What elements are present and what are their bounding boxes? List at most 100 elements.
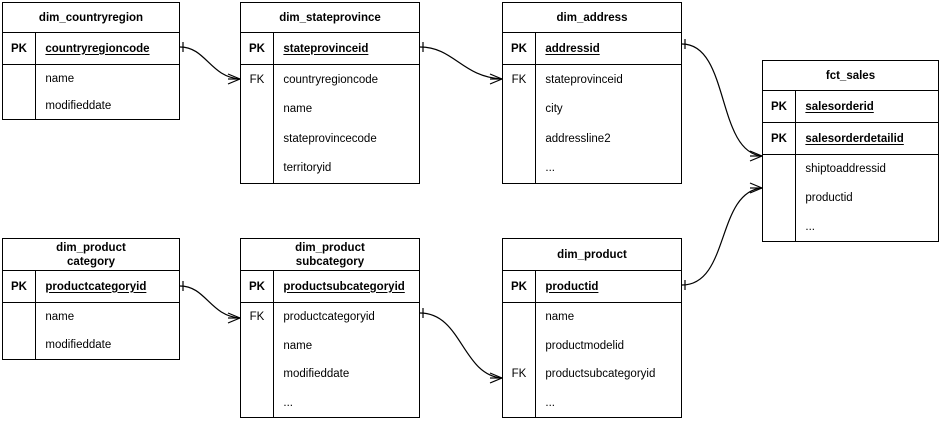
relationship-productcategory-to-subcategory[interactable]: [179, 281, 241, 324]
column-divider: [535, 65, 537, 183]
field-name-productid: productid: [545, 280, 599, 293]
field-name-city: city: [545, 103, 563, 116]
entity-title-fct_sales: fct_sales: [763, 61, 938, 91]
relationship-stateprovince-to-address[interactable]: [419, 42, 503, 85]
entity-title-dim_product: dim_product: [503, 239, 681, 271]
column-divider: [795, 123, 797, 154]
field-name-stateprovincecode: stateprovincecode: [283, 132, 377, 145]
key-badge-none: [241, 360, 273, 389]
field-name-addressline2: addressline2: [545, 132, 611, 145]
field-name-...: ...: [545, 162, 555, 175]
attribute-key-column: [763, 155, 795, 241]
key-badge-none: [763, 184, 795, 213]
column-divider: [535, 271, 537, 302]
relationship-product-to-fctsales[interactable]: [681, 182, 763, 290]
column-divider: [35, 271, 37, 302]
field-name-...: ...: [545, 396, 555, 409]
entity-title-dim_countryregion: dim_countryregion: [3, 3, 179, 33]
key-badge-fk: FK: [249, 311, 265, 324]
relationship-subcategory-to-product[interactable]: [419, 308, 503, 384]
attribute-key-column: [3, 303, 35, 359]
entity-title-dim_stateprovince: dim_stateprovince: [241, 3, 419, 33]
field-name-salesorderdetailid: salesorderdetailid: [805, 132, 904, 145]
key-row-productcategoryid[interactable]: PK productcategoryid: [3, 271, 179, 303]
column-divider: [273, 303, 275, 417]
field-name-stateprovinceid: stateprovinceid: [283, 42, 369, 55]
cardinality-many-crowsfoot-prong: [227, 317, 241, 324]
key-badge-none: [241, 332, 273, 361]
key-badge-none: [503, 95, 535, 125]
entity-title-line: dim_product: [295, 241, 365, 254]
key-row-productid[interactable]: PK productid: [503, 271, 681, 303]
field-name-modifieddate: modifieddate: [45, 99, 112, 112]
entity-title-line: subcategory: [295, 255, 365, 268]
field-name-productsubcategoryid: productsubcategoryid: [545, 368, 656, 381]
entity-title-line: dim_product: [56, 241, 126, 254]
key-badge-none: [241, 154, 273, 184]
column-divider: [795, 155, 797, 241]
key-badge-pk: PK: [11, 42, 27, 55]
cardinality-many-crowsfoot-prong: [489, 377, 503, 384]
entity-title-line: fct_sales: [825, 69, 876, 82]
cardinality-many-crowsfoot-prong: [749, 155, 763, 162]
entity-title-line: category: [67, 255, 115, 268]
relationship-address-to-fctsales[interactable]: [681, 39, 763, 162]
cardinality-many-crowsfoot-prong: [749, 150, 763, 157]
field-name-modifieddate: modifieddate: [283, 368, 350, 381]
relationship-line: [179, 285, 241, 319]
relationship-countryregion-to-stateprovince[interactable]: [179, 42, 241, 85]
column-divider: [273, 271, 275, 302]
key-badge-pk: PK: [11, 280, 27, 293]
key-badge-none: [241, 95, 273, 125]
key-badge-pk: PK: [249, 280, 265, 293]
key-badge-pk: PK: [511, 280, 527, 293]
column-divider: [35, 303, 37, 359]
key-badge-fk: FK: [511, 368, 527, 381]
field-name-productcategoryid: productcategoryid: [45, 280, 147, 293]
field-name-shiptoaddressid: shiptoaddressid: [805, 163, 886, 176]
field-name-productcategoryid: productcategoryid: [283, 311, 375, 324]
key-badge-none: [3, 65, 35, 92]
relationship-line: [179, 46, 241, 80]
field-name-salesorderid: salesorderid: [805, 100, 874, 113]
cardinality-many-crowsfoot-prong: [489, 372, 503, 379]
key-badge-none: [241, 124, 273, 154]
field-name-productid: productid: [805, 192, 853, 204]
cardinality-many-crowsfoot-prong: [489, 73, 503, 80]
column-divider: [35, 33, 37, 64]
field-name-productmodelid: productmodelid: [545, 339, 625, 352]
field-name-name: name: [45, 72, 75, 85]
entity-title-line: dim_address: [556, 11, 628, 24]
field-name-territoryid: territoryid: [283, 162, 332, 175]
field-name-productsubcategoryid: productsubcategoryid: [283, 280, 405, 293]
attribute-key-column: FK: [503, 303, 535, 417]
cardinality-many-crowsfoot-prong: [227, 78, 241, 85]
attribute-key-column: FK: [241, 303, 273, 417]
column-divider: [273, 65, 275, 183]
attribute-key-column: FK: [241, 65, 273, 183]
key-badge-none: [503, 124, 535, 154]
entity-title-line: dim_countryregion: [38, 11, 144, 24]
key-row-productsubcategoryid[interactable]: PK productsubcategoryid: [241, 271, 419, 303]
